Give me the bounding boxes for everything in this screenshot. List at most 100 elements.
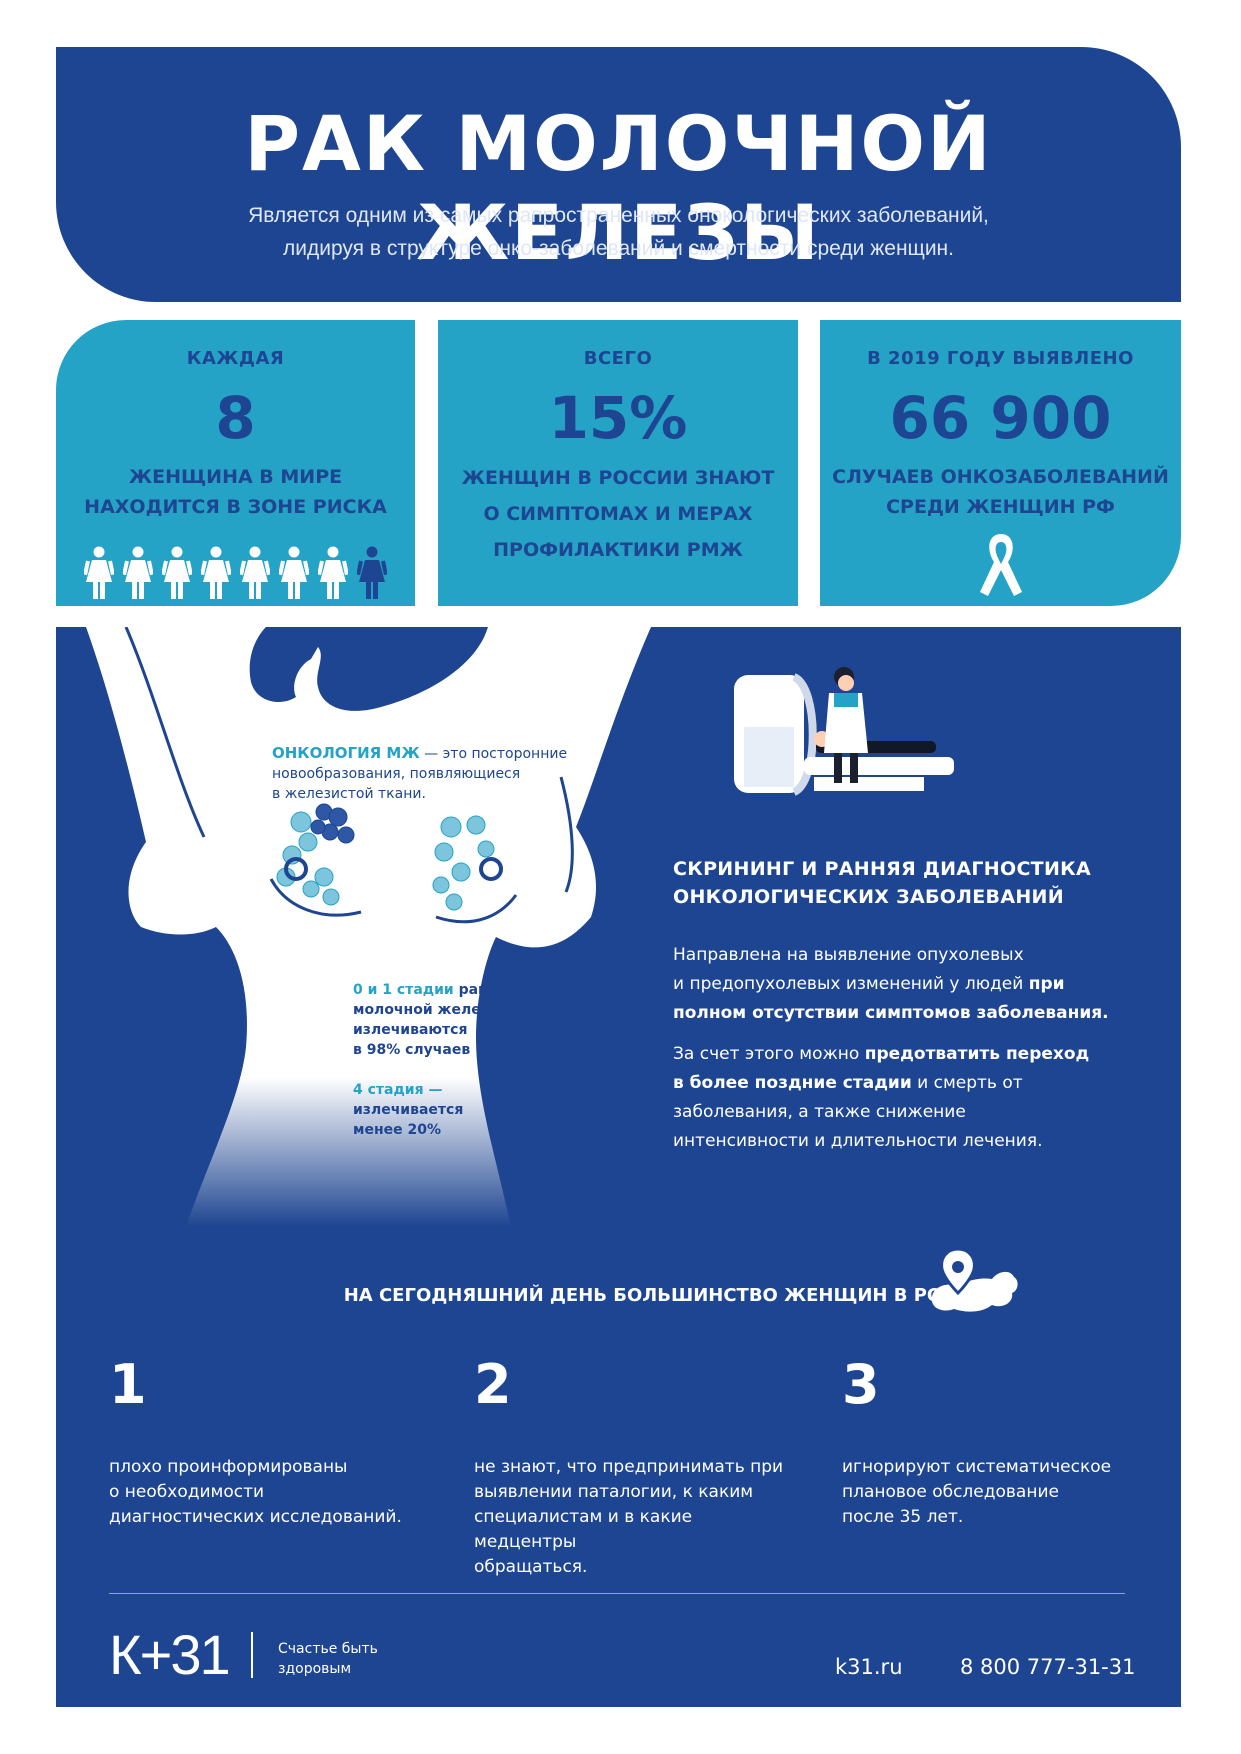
stat-description: ЖЕНЩИН В РОССИИ ЗНАЮТ О СИМПТОМАХ И МЕРА… <box>448 460 788 568</box>
page-subtitle: Является одним из самых рапространенных … <box>56 199 1181 265</box>
finding-line: плановое обследование <box>842 1482 1059 1502</box>
finding-line: после 35 лет. <box>842 1507 964 1527</box>
woman-icon <box>279 546 309 599</box>
russia-map-pin-icon <box>931 1247 1018 1312</box>
definition-part: в железистой ткани. <box>272 786 426 802</box>
right-breast-glands <box>432 815 495 911</box>
website-link[interactable]: k31.ru <box>835 1655 903 1679</box>
left-nipple <box>284 857 308 881</box>
stat-label: ВСЕГО <box>583 348 653 369</box>
screening-paragraph-2: За счет этого можно предотватить переход… <box>673 1040 1143 1156</box>
stage-text: менее 20% <box>353 1122 441 1138</box>
finding-item-1: 1 плохо проинформированы о необходимости… <box>109 1355 429 1530</box>
stat-desc-line: НАХОДИТСЯ В ЗОНЕ РИСКА <box>84 496 387 518</box>
finding-item-3: 3 игнорируют систематическое плановое об… <box>842 1355 1162 1530</box>
oncology-term: ОНКОЛОГИЯ МЖ <box>272 744 420 762</box>
paragraph-text: интенсивности и длительности лечения. <box>673 1131 1043 1151</box>
stages-info: 0 и 1 стадии рака молочной железы излечи… <box>353 980 513 1140</box>
woman-icon <box>318 546 348 599</box>
woman-icon <box>201 546 231 599</box>
stat-desc-line: ПРОФИЛАКТИКИ РМЖ <box>493 539 743 561</box>
definition-part: новообразования, появляющиеся <box>272 766 521 782</box>
awareness-ribbon-icon <box>979 534 1022 596</box>
stat-label: КАЖДАЯ <box>186 348 285 369</box>
female-torso-illustration <box>86 627 651 1227</box>
stage-text: излечиваются <box>353 1022 468 1038</box>
woman-icon <box>123 546 153 599</box>
stage-text: рака <box>453 982 497 998</box>
stat-description: ЖЕНЩИНА В МИРЕ НАХОДИТСЯ В ЗОНЕ РИСКА <box>66 462 405 522</box>
finding-number: 2 <box>474 1353 512 1416</box>
finding-number: 1 <box>109 1353 147 1416</box>
stat-desc-line: ЖЕНЩИН В РОССИИ ЗНАЮТ <box>461 467 775 489</box>
finding-line: плохо проинформированы <box>109 1457 348 1477</box>
brand-slogan: Счастье быть здоровым <box>278 1639 378 1679</box>
footer-divider <box>109 1593 1125 1594</box>
screening-description: Направлена на выявление опухолевых и пре… <box>673 941 1143 1156</box>
logo-separator <box>251 1632 253 1678</box>
header-banner: РАК МОЛОЧНОЙ ЖЕЛЕЗЫ Является одним из са… <box>56 47 1181 302</box>
paragraph-bold: при <box>1028 974 1065 994</box>
paragraph-bold: предотватить переход <box>864 1044 1090 1064</box>
finding-text: не знают, что предпринимать при выявлени… <box>474 1455 794 1580</box>
stage-text: в 98% случаев <box>353 1042 471 1058</box>
right-nipple <box>479 857 503 881</box>
finding-line: обращаться. <box>474 1557 588 1577</box>
women-icons-row <box>84 546 387 600</box>
slogan-line: Счастье быть <box>278 1641 378 1657</box>
stat-value: 8 <box>215 384 256 452</box>
mri-scanner-illustration <box>734 667 954 796</box>
stage-text: молочной железы <box>353 1002 502 1018</box>
subtitle-line-2: лидируя в структуре онко-заболеваний и с… <box>283 237 954 260</box>
screening-title: СКРИНИНГ И РАННЯЯ ДИАГНОСТИКА ОНКОЛОГИЧЕ… <box>673 855 1143 911</box>
stage-text: излечивается <box>353 1102 464 1118</box>
stat-card-cases: В 2019 ГОДУ ВЫЯВЛЕНО 66 900 СЛУЧАЕВ ОНКО… <box>820 320 1181 606</box>
stat-value: 66 900 <box>889 384 1112 452</box>
stat-desc-line: СРЕДИ ЖЕНЩИН РФ <box>886 496 1115 518</box>
paragraph-text: заболевания, а также снижение <box>673 1102 966 1122</box>
screening-paragraph-1: Направлена на выявление опухолевых и пре… <box>673 941 1143 1028</box>
woman-icon <box>84 546 114 599</box>
woman-icon <box>240 546 270 599</box>
finding-line: диагностических исследований. <box>109 1507 402 1527</box>
woman-icon-highlighted <box>357 546 387 599</box>
paragraph-text: За счет этого можно <box>673 1044 865 1064</box>
stat-desc-line: СЛУЧАЕВ ОНКОЗАБОЛЕВАНИЙ <box>832 466 1169 488</box>
stat-value: 15% <box>548 384 688 452</box>
finding-line: не знают, что предпринимать при <box>474 1457 784 1477</box>
finding-item-2: 2 не знают, что предпринимать при выявле… <box>474 1355 794 1580</box>
stat-label: В 2019 ГОДУ ВЫЯВЛЕНО <box>867 348 1134 369</box>
finding-line: игнорируют систематическое <box>842 1457 1112 1477</box>
finding-text: игнорируют систематическое плановое обсл… <box>842 1455 1162 1530</box>
finding-line: специалистам и в какие медцентры <box>474 1507 693 1552</box>
finding-number: 3 <box>842 1353 880 1416</box>
slogan-line: здоровым <box>278 1661 352 1677</box>
subtitle-line-1: Является одним из самых рапространенных … <box>248 204 989 227</box>
paragraph-text: и смерть от <box>911 1073 1023 1093</box>
page-title: РАК МОЛОЧНОЙ ЖЕЛЕЗЫ <box>244 99 993 277</box>
stat-description: СЛУЧАЕВ ОНКОЗАБОЛЕВАНИЙ СРЕДИ ЖЕНЩИН РФ <box>830 462 1171 522</box>
paragraph-bold: в более поздние стадии <box>673 1073 912 1093</box>
woman-icon <box>162 546 192 599</box>
screening-title-line: СКРИНИНГ И РАННЯЯ ДИАГНОСТИКА <box>673 858 1091 880</box>
stat-desc-line: ЖЕНЩИНА В МИРЕ <box>128 466 343 488</box>
stat-card-awareness: ВСЕГО 15% ЖЕНЩИН В РОССИИ ЗНАЮТ О СИМПТО… <box>438 320 798 606</box>
stat-card-risk: КАЖДАЯ 8 ЖЕНЩИНА В МИРЕ НАХОДИТСЯ В ЗОНЕ… <box>56 320 415 606</box>
finding-text: плохо проинформированы о необходимости д… <box>109 1455 429 1530</box>
stage-early-highlight: 0 и 1 стадии <box>353 982 454 998</box>
main-section: ОНКОЛОГИЯ МЖ — это посторонние новообраз… <box>56 627 1181 1707</box>
paragraph-text: Направлена на выявление опухолевых <box>673 945 1024 965</box>
oncology-definition: ОНКОЛОГИЯ МЖ — это посторонние новообраз… <box>272 743 572 804</box>
tumor-cluster <box>310 803 355 844</box>
stage-late-highlight: 4 стадия — <box>353 1082 443 1098</box>
definition-part: — это посторонние <box>419 746 568 762</box>
phone-link[interactable]: 8 800 777-31-31 <box>960 1655 1136 1679</box>
screening-title-line: ОНКОЛОГИЧЕСКИХ ЗАБОЛЕВАНИЙ <box>673 886 1064 908</box>
brand-logo[interactable]: К+31 <box>109 1623 231 1686</box>
stat-desc-line: О СИМПТОМАХ И МЕРАХ <box>483 503 753 525</box>
paragraph-text: и предопухолевых изменений у людей <box>673 974 1029 994</box>
today-title: НА СЕГОДНЯШНИЙ ДЕНЬ БОЛЬШИНСТВО ЖЕНЩИН В… <box>343 1285 1006 1306</box>
finding-line: выявлении паталогии, к каким <box>474 1482 754 1502</box>
paragraph-bold: полном отсутствии симптомов заболевания. <box>673 1003 1109 1023</box>
finding-line: о необходимости <box>109 1482 265 1502</box>
